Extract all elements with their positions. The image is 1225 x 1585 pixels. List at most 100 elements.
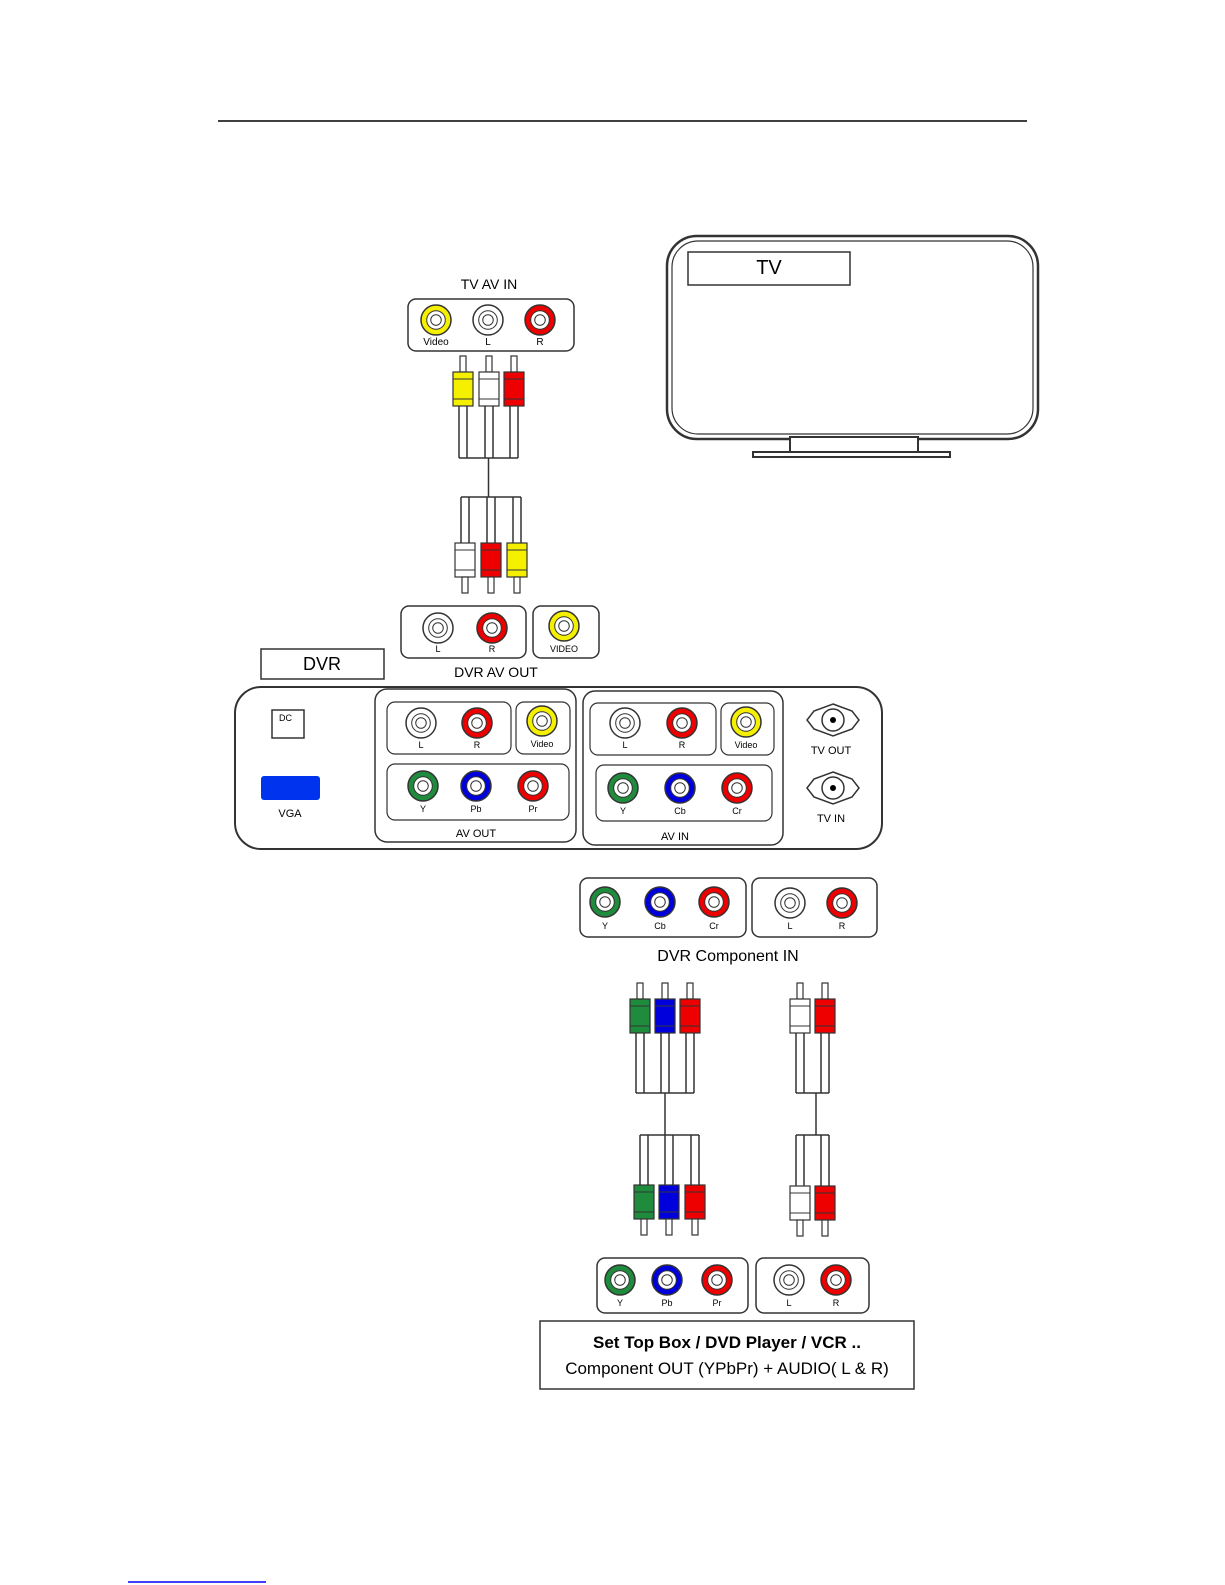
green-rca-plug <box>634 1185 654 1235</box>
jack-label: Pr <box>529 804 538 814</box>
green-rca-jack <box>590 887 620 917</box>
vga-label: VGA <box>278 808 302 820</box>
jack-label: Video <box>531 739 554 749</box>
source-device-box <box>540 1321 914 1389</box>
jack-label: R <box>839 921 846 931</box>
yellow-rca-jack <box>421 305 451 335</box>
red-rca-plug <box>680 983 700 1033</box>
jack-label: R <box>489 644 496 654</box>
tv-illustration: TV <box>667 236 1038 457</box>
jack-label: L <box>622 740 627 750</box>
vga-port <box>261 776 320 800</box>
yellow-rca-plug <box>453 356 473 406</box>
dvr-label: DVR <box>303 654 341 674</box>
red-rca-plug <box>481 543 501 593</box>
red-rca-jack <box>462 708 492 738</box>
white-rca-jack <box>423 613 453 643</box>
blue-rca-jack <box>645 887 675 917</box>
blue-rca-plug <box>655 983 675 1033</box>
source-audio-panel <box>756 1258 869 1313</box>
yellow-rca-plug <box>507 543 527 593</box>
source-device-subtitle: Component OUT (YPbPr) + AUDIO( L & R) <box>565 1359 889 1378</box>
source-device-title: Set Top Box / DVD Player / VCR .. <box>593 1333 861 1352</box>
jack-label: VIDEO <box>550 644 578 654</box>
blue-rca-jack <box>665 773 695 803</box>
red-rca-plug <box>815 1186 835 1236</box>
tv-in-label: TV IN <box>817 813 845 825</box>
jack-label: L <box>786 1298 791 1308</box>
jack-label: Y <box>620 806 626 816</box>
white-rca-plug <box>455 543 475 593</box>
jack-label: Y <box>617 1298 623 1308</box>
tv-label: TV <box>756 257 782 279</box>
dvr-component-in-audio-panel <box>752 878 877 937</box>
white-rca-jack <box>473 305 503 335</box>
red-rca-plug <box>504 356 524 406</box>
jack-label: L <box>435 644 440 654</box>
audio-cable <box>790 983 835 1236</box>
component-cable <box>630 983 705 1235</box>
white-rca-jack <box>406 708 436 738</box>
red-rca-jack <box>702 1265 732 1295</box>
av-in-audio-box <box>590 703 716 755</box>
jack-label: Pr <box>713 1298 722 1308</box>
red-rca-jack <box>722 773 752 803</box>
dc-label: DC <box>279 713 292 723</box>
jack-label: Video <box>423 337 449 348</box>
white-rca-jack <box>775 888 805 918</box>
yellow-rca-jack <box>731 707 761 737</box>
green-rca-jack <box>608 773 638 803</box>
green-rca-jack <box>408 771 438 801</box>
blue-rca-jack <box>461 771 491 801</box>
white-rca-plug <box>790 1186 810 1236</box>
jack-label: L <box>787 921 792 931</box>
red-rca-jack <box>827 888 857 918</box>
jack-label: R <box>536 337 543 348</box>
red-rca-plug <box>685 1185 705 1235</box>
blue-rca-plug <box>659 1185 679 1235</box>
jack-label: R <box>833 1298 840 1308</box>
white-rca-plug <box>790 983 810 1033</box>
white-rca-jack <box>774 1265 804 1295</box>
jack-label: Cr <box>732 806 742 816</box>
yellow-rca-jack <box>549 611 579 641</box>
dvr-component-in-title: DVR Component IN <box>657 948 798 965</box>
red-rca-jack <box>477 613 507 643</box>
av-out-audio-box <box>387 702 511 754</box>
jack-label: Cr <box>709 921 719 931</box>
green-rca-plug <box>630 983 650 1033</box>
av-out-title: AV OUT <box>456 828 496 840</box>
red-rca-jack <box>518 771 548 801</box>
jack-label: L <box>418 740 423 750</box>
jack-label: Cb <box>674 806 686 816</box>
jack-label: Pb <box>470 804 481 814</box>
white-rca-jack <box>610 708 640 738</box>
av-in-title: AV IN <box>661 831 689 843</box>
red-rca-jack <box>525 305 555 335</box>
jack-label: R <box>474 740 481 750</box>
red-rca-jack <box>667 708 697 738</box>
jack-label: Y <box>602 921 608 931</box>
jack-label: L <box>485 337 491 348</box>
tv-stand-base <box>753 452 950 457</box>
jack-label: Video <box>735 740 758 750</box>
red-rca-jack <box>699 887 729 917</box>
yellow-rca-jack <box>527 706 557 736</box>
jack-label: Cb <box>654 921 666 931</box>
blue-rca-jack <box>652 1265 682 1295</box>
tv-av-in-title: TV AV IN <box>461 276 518 292</box>
jack-label: Pb <box>661 1298 672 1308</box>
dvr-av-out-audio-panel <box>401 606 526 658</box>
tv-out-label: TV OUT <box>811 745 852 757</box>
white-rca-plug <box>479 356 499 406</box>
jack-label: Y <box>420 804 426 814</box>
dvr-av-out-title: DVR AV OUT <box>454 664 538 680</box>
red-rca-plug <box>815 983 835 1033</box>
tv-stand-neck <box>790 437 918 452</box>
jack-label: R <box>679 740 686 750</box>
red-rca-jack <box>821 1265 851 1295</box>
av-cable <box>453 356 527 593</box>
green-rca-jack <box>605 1265 635 1295</box>
